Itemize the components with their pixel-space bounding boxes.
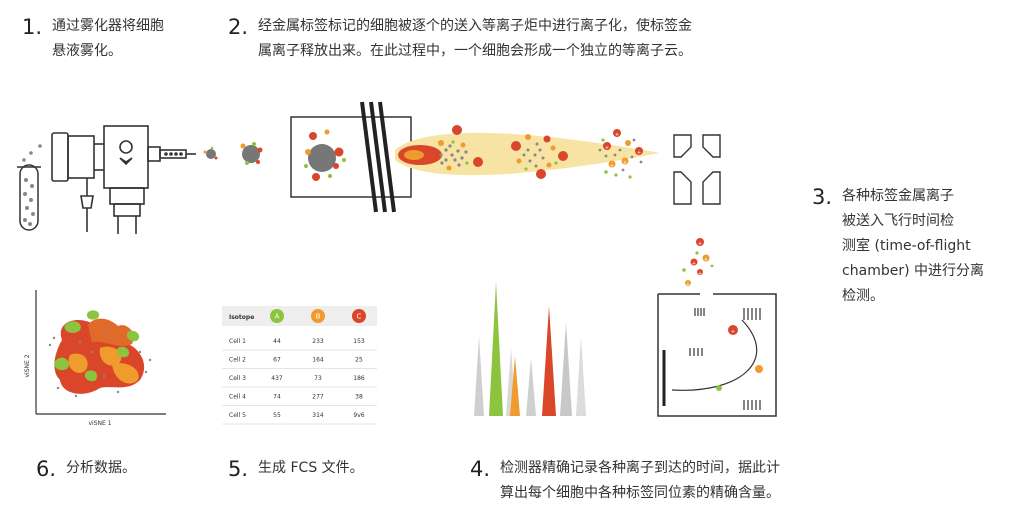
table-cell-cell: Cell 5: [229, 412, 246, 419]
table-header-label: Isotope: [229, 314, 254, 321]
table-cell-a: 74: [273, 394, 281, 401]
step-3-number: 3.: [812, 185, 833, 209]
step-2: 2. 经金属标签标记的细胞被逐个的送入等离子炬中进行离子化，使标签金 属离子释放…: [228, 14, 692, 64]
step-5-number: 5.: [228, 457, 249, 481]
table-row: Cell 1 44 233 153: [222, 338, 377, 351]
step-6: 6. 分析数据。: [36, 456, 136, 482]
step-1-text: 通过雾化器将细胞 悬液雾化。: [52, 18, 165, 59]
isotope-a-badge: [270, 309, 284, 323]
isotope-c-label: C: [357, 313, 362, 321]
ion-charge-label: +: [615, 132, 619, 138]
tof-chamber: [657, 293, 777, 417]
ion-charge-label: +: [610, 163, 614, 169]
table-cell-c: 153: [353, 338, 365, 345]
table-cell-a: 55: [273, 412, 281, 419]
step-5: 5. 生成 FCS 文件。: [228, 456, 364, 482]
ion-optics: [673, 134, 721, 205]
table-cell-cell: Cell 1: [229, 338, 246, 345]
step-1: 1. 通过雾化器将细胞 悬液雾化。: [22, 14, 164, 64]
ion-charge-label: +: [704, 257, 708, 263]
test-tube-icon: [17, 144, 42, 231]
table-cell-a: 67: [273, 357, 281, 364]
ion-charge-label: +: [605, 145, 609, 151]
table-cell-c: 25: [355, 357, 363, 364]
table-row: Cell 4 74 277 38: [222, 394, 377, 406]
ion-charge-label: +: [698, 241, 702, 247]
table-cell-b: 314: [312, 412, 324, 419]
droplet-cells: [203, 142, 263, 165]
step-4-number: 4.: [470, 457, 491, 481]
table-cell-b: 73: [314, 375, 322, 382]
isotope-b-badge: [311, 309, 325, 323]
y-axis-label: viSNE 2: [24, 354, 31, 377]
visne-plot: viSNE 1 viSNE 2: [24, 290, 166, 427]
table-cell-cell: Cell 2: [229, 357, 246, 364]
ion-charge-label: +: [637, 150, 641, 156]
step-6-text: 分析数据。: [66, 460, 137, 476]
table-cell-b: 277: [312, 394, 324, 401]
step-1-number: 1.: [22, 15, 43, 39]
table-row: Cell 3 437 73 186: [222, 375, 377, 388]
plasma-plume: [395, 125, 660, 179]
detector-peaks: [474, 282, 586, 416]
ion-charge-label: +: [623, 160, 627, 166]
table-cell-c: 186: [353, 375, 365, 382]
ion-charge-label: +: [731, 329, 735, 335]
nebulizer-icon: [51, 125, 196, 234]
ion-charge-label: +: [686, 282, 690, 288]
step-5-text: 生成 FCS 文件。: [258, 460, 364, 476]
step-4-text: 检测器精确记录各种离子到达的时间，据此计 算出每个细胞中各种标签同位素的精确含量…: [500, 460, 781, 501]
table-cell-c: 9v6: [353, 412, 364, 419]
torch-coils: [360, 101, 396, 213]
step-3: 3. 各种标签金属离子 被送入飞行时间检 测室 (time-of-flight …: [812, 184, 984, 309]
ion-charge-label: +: [698, 271, 702, 277]
isotope-a-label: A: [275, 313, 280, 321]
step-2-number: 2.: [228, 15, 249, 39]
table-cell-c: 38: [355, 394, 363, 401]
step-6-number: 6.: [36, 457, 57, 481]
ion-beam: [682, 238, 714, 286]
table-cell-cell: Cell 4: [229, 394, 246, 401]
table-row: Cell 2 67 164 25: [222, 357, 377, 369]
table-cell-cell: Cell 3: [229, 375, 246, 382]
table-row: Cell 5 55 314 9v6: [222, 412, 377, 425]
table-cell-b: 164: [312, 357, 324, 364]
table-cell-b: 233: [312, 338, 324, 345]
table-cell-a: 437: [271, 375, 283, 382]
step-3-text: 各种标签金属离子 被送入飞行时间检 测室 (time-of-flight cha…: [842, 188, 985, 304]
plasma-chamber: [290, 116, 412, 198]
isotope-c-badge: [352, 309, 366, 323]
step-4: 4. 检测器精确记录各种离子到达的时间，据此计 算出每个细胞中各种标签同位素的精…: [470, 456, 780, 506]
step-2-text: 经金属标签标记的细胞被逐个的送入等离子炬中进行离子化，使标签金 属离子释放出来。…: [258, 18, 693, 59]
ion-charge-label: +: [692, 261, 696, 267]
visne-clusters: [48, 310, 152, 398]
table-cell-a: 44: [273, 338, 281, 345]
x-axis-label: viSNE 1: [88, 420, 111, 427]
isotope-b-label: B: [316, 313, 321, 321]
